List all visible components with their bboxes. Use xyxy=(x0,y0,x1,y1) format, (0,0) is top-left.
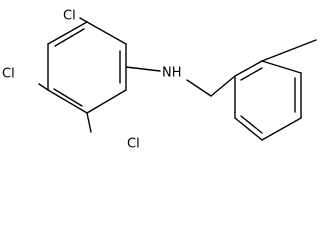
atom-label-nh: NH xyxy=(162,66,182,81)
methyl-bond xyxy=(261,39,317,62)
methylphenyl-ring xyxy=(234,60,302,141)
ring2-bond-2 xyxy=(261,60,302,74)
ring-double-bond-2 xyxy=(53,88,83,107)
ring2-double-bond-1 xyxy=(240,67,263,81)
ring-double-bond-3 xyxy=(54,28,85,47)
ring2-bond-4 xyxy=(261,117,302,141)
ring-bond-1 xyxy=(86,21,127,45)
ring2-double-bond-3 xyxy=(240,115,263,134)
ring2-bond-1 xyxy=(234,60,263,77)
molecule-structure-diagram: Cl Cl Cl NH xyxy=(2,9,317,152)
ring2-bond-5 xyxy=(234,117,263,141)
ring-bond-4 xyxy=(47,89,88,114)
cl2-bond xyxy=(38,83,49,91)
atom-label-cl2: Cl xyxy=(2,67,15,82)
ring-bond-6 xyxy=(47,21,88,45)
cl3-bond xyxy=(86,112,92,133)
atom-label-cl3: Cl xyxy=(127,137,140,152)
trichlorophenyl-ring xyxy=(47,21,127,114)
c-n-bond xyxy=(125,66,161,72)
atom-label-cl1: Cl xyxy=(63,9,76,24)
n-ch2-bond xyxy=(186,79,212,97)
ch2-ring-bond xyxy=(210,75,236,97)
ring-bond-3 xyxy=(86,89,127,114)
cl1-bond xyxy=(79,17,88,23)
